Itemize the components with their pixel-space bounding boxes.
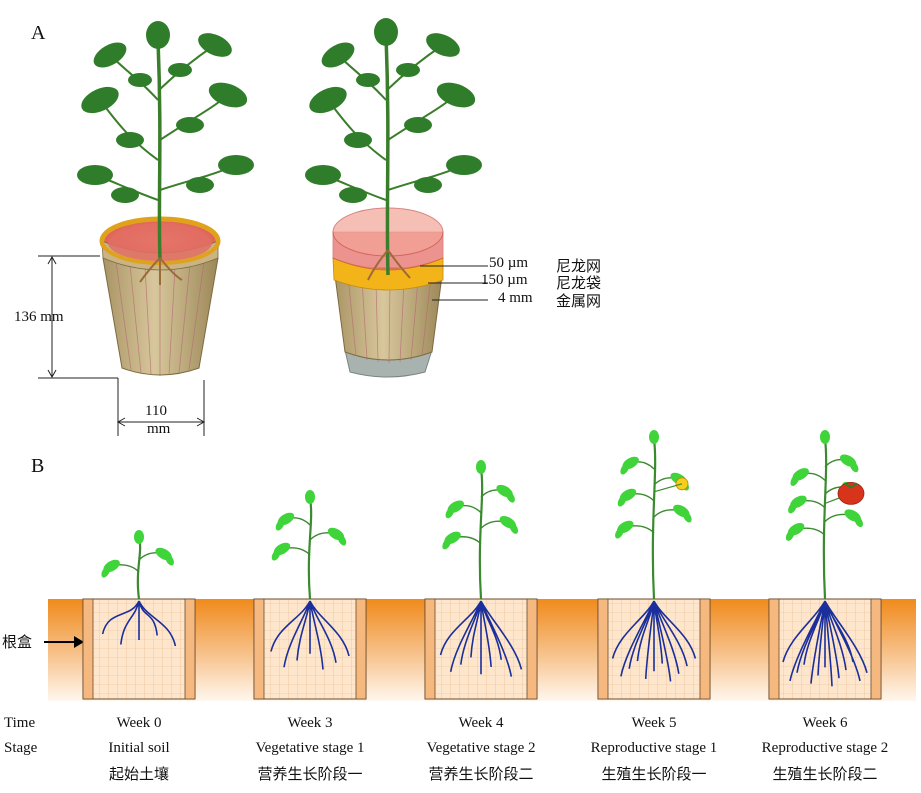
tomato-plant-a1 [77, 21, 254, 285]
stage-0-week: Week 0 [116, 715, 162, 731]
root-box-wall-right [870, 598, 882, 700]
roots [611, 600, 697, 682]
root-box-wall-left [82, 598, 94, 700]
stem [478, 468, 484, 600]
stage-2 [424, 460, 538, 700]
stage-3-week: Week 5 [631, 715, 677, 731]
root-box-wall-right [184, 598, 196, 700]
leaf [506, 491, 515, 503]
width-dimension [116, 378, 206, 436]
stage-4-stage-cn: 生殖生长阶段二 [772, 767, 878, 783]
stage-0 [82, 530, 196, 700]
stem [822, 438, 828, 600]
stage-1-stage-cn: 营养生长阶段一 [257, 767, 363, 783]
leaf-tip [820, 430, 830, 444]
stage-0-stage-en: Initial soil [108, 740, 170, 756]
root-box-wall-left [597, 598, 609, 700]
flower-stalk [653, 483, 683, 493]
layer-leader-lines [420, 265, 488, 301]
root-box-wall-left [253, 598, 265, 700]
root-box-wall-right [699, 598, 711, 700]
roots [101, 600, 177, 647]
leaf [849, 461, 859, 473]
stage-2-week: Week 4 [458, 715, 504, 731]
stage-3-stage-en: Reproductive stage 1 [590, 740, 718, 756]
stage-2-stage-en: Vegetative stage 2 [426, 740, 536, 756]
leaf [854, 516, 863, 528]
stem [651, 438, 657, 600]
stage-2-stage-cn: 营养生长阶段二 [428, 767, 534, 783]
root-box-wall-right [355, 598, 367, 700]
rootbox-label: 根盒 [2, 635, 33, 651]
stage-0-stage-cn: 起始土壤 [108, 767, 169, 783]
roots [439, 600, 523, 677]
leaf [337, 534, 347, 546]
panel-a-label: A [31, 22, 46, 44]
height-dimension [38, 255, 118, 379]
stage-3 [597, 430, 711, 700]
leaf [617, 495, 627, 507]
root-box-wall-left [424, 598, 436, 700]
tomato-fruit [837, 481, 865, 505]
leaf-tip [476, 460, 486, 474]
layer-size-3: 4 mm [498, 290, 533, 306]
root-box-wall-right [526, 598, 538, 700]
layer-name-3: 金属网 [556, 294, 602, 310]
leaf [620, 463, 629, 475]
roots [782, 600, 868, 687]
stage-3-stage-cn: 生殖生长阶段一 [601, 767, 707, 783]
leaf [445, 507, 455, 519]
stage-4-week: Week 6 [802, 715, 848, 731]
time-row-label: Time [4, 715, 36, 731]
fruit-calyx [844, 482, 858, 489]
leaf-tip [649, 430, 659, 444]
stage-1-week: Week 3 [287, 715, 333, 731]
panel-b-label: B [31, 455, 45, 477]
stage-1-stage-en: Vegetative stage 1 [255, 740, 365, 756]
stage-4-stage-en: Reproductive stage 2 [761, 740, 889, 756]
leaf [101, 566, 110, 578]
leaf [442, 538, 451, 550]
leaf [165, 554, 174, 566]
growth-stages [82, 430, 882, 700]
stage-4 [768, 430, 882, 700]
leaf [683, 511, 692, 523]
tomato-plant-a2 [305, 18, 482, 281]
roots [270, 600, 350, 670]
leaf-tip [134, 530, 144, 544]
stem [136, 538, 142, 600]
rootbox-arrow [44, 636, 84, 648]
leaf [509, 522, 519, 534]
leaf [275, 519, 285, 531]
height-dimension-label: 136 mm [14, 309, 64, 325]
leaf [790, 474, 799, 486]
leaf [785, 529, 795, 541]
layer-name-2: 尼龙袋 [556, 276, 602, 292]
layer-size-2: 150 µm [481, 272, 528, 288]
layer-name-1: 尼龙网 [556, 259, 602, 275]
layer-size-1: 50 µm [489, 255, 529, 271]
width-dimension-unit: mm [147, 421, 171, 437]
stage-row-label: Stage [4, 740, 38, 756]
stem [307, 498, 313, 600]
leaf [615, 527, 624, 539]
leaf [271, 549, 281, 561]
stage-1 [253, 490, 367, 700]
root-box-wall-left [768, 598, 780, 700]
leaf [788, 502, 797, 514]
width-dimension-label: 110 [145, 403, 167, 419]
leaf-tip [305, 490, 315, 504]
